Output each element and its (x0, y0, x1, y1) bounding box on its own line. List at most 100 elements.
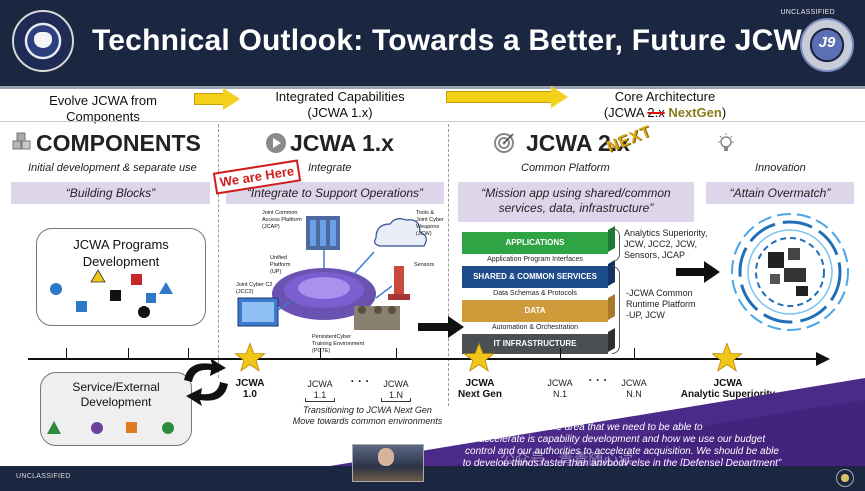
service-box-line2: Development (80, 395, 152, 409)
timeline-jcwa10-line1: JCWA (235, 378, 265, 389)
note-apps-line3: Sensors, JCAP (624, 250, 686, 260)
timeline-jcwa11: JCWA 1.1 (302, 379, 338, 401)
note-apps: Analytics Superiority, JCW, JCC2, JCW, S… (624, 228, 707, 261)
star-icon (463, 342, 495, 372)
header-bar (0, 0, 865, 86)
phase-core-line2: (JCWA 2.x NextGen) (570, 105, 760, 121)
note-runtime-line2: Runtime Platform (626, 299, 696, 309)
timeline-tick (320, 348, 321, 358)
phase-core-strikethrough: 2.x (647, 105, 665, 120)
layer-api-label: Application Program Interfaces (487, 256, 583, 263)
timeline-arrowhead-icon (816, 352, 830, 366)
subheading-innovation: Innovation (755, 162, 806, 174)
column-divider-1 (218, 124, 219, 378)
note-runtime: -JCWA Common Runtime Platform -UP, JCW (626, 288, 696, 321)
jcap-label-line2: Access Platform (262, 217, 302, 223)
timeline-tick (128, 348, 129, 358)
phase-core-nextgen: NextGen (668, 105, 722, 120)
timeline-tick (634, 348, 635, 358)
jcw-label-line1: Tools & (416, 210, 434, 216)
jcap-label-line3: (JCAP) (262, 224, 280, 230)
play-icon (266, 133, 286, 153)
timeline-jcwa1n: JCWA 1.N (378, 379, 414, 401)
program-shapes (50, 269, 173, 318)
quote-text: “The area that we need to be able to acc… (418, 422, 826, 470)
sensor-tower-icon (394, 266, 404, 296)
note-apps-line1: Analytics Superiority, (624, 228, 708, 238)
shape-triangle-yellow-icon (90, 269, 106, 283)
shape-square-black-icon (110, 290, 121, 301)
subheading-jcwa2: Common Platform (521, 162, 610, 174)
quote-banner (330, 378, 865, 466)
timeline-dots-1: · · · (350, 374, 370, 388)
band-mission-app-line2: services, data, infrastructure” (498, 201, 654, 215)
timeline-n1-line1: JCWA (547, 378, 573, 388)
jcc2-label-line1: Joint Cyber C2 (236, 282, 272, 288)
timeline-nn: JCWA N.N (616, 378, 652, 400)
header-divider (0, 86, 865, 89)
band-building-blocks: “Building Blocks” (11, 182, 210, 204)
watermark-text: 公众号 · 青青随心读 (500, 451, 634, 468)
programs-box-line2: Development (82, 254, 160, 269)
j9-seal-icon (800, 18, 854, 72)
phase-evolve-line1: Evolve JCWA from (49, 93, 157, 108)
subheading-jcwa1: Integrate (308, 162, 352, 174)
shape-circle-blue-icon (50, 283, 62, 295)
jcw-label-line2: Joint Cyber (416, 217, 444, 223)
timeline-tick (66, 348, 67, 358)
jcap-label-line1: Joint Common (262, 210, 297, 216)
star-icon (234, 342, 266, 372)
phase-evolve: Evolve JCWA from Components (28, 93, 178, 125)
heading-components: COMPONENTS (36, 130, 201, 156)
j9-seal-text: J9 (818, 34, 836, 51)
timeline-analytic-line1: JCWA (713, 378, 743, 389)
jcw-cloud-icon (374, 218, 427, 247)
seal-eagle-icon (34, 32, 52, 48)
layer-infrastructure: IT INFRASTRUCTURE (462, 334, 608, 354)
lightbulb-icon (718, 133, 734, 151)
transition-arrow-icon (418, 316, 464, 338)
timeline-n1: JCWA N.1 (542, 378, 578, 400)
cycle-arrows-icon (184, 358, 228, 406)
programs-box-line1: JCWA Programs (73, 237, 169, 252)
timeline-nn-line2: N.N (626, 389, 642, 399)
layer-applications: APPLICATIONS (462, 232, 608, 254)
classification-top: UNCLASSIFIED (780, 9, 835, 16)
heading-jcwa2: JCWA 2.x (526, 130, 630, 156)
jcc2-label-line2: (JCC2) (236, 289, 254, 295)
brace-apps (612, 228, 620, 262)
heading-jcwa1: JCWA 1.x (290, 130, 394, 156)
phase-core-prefix: (JCWA (603, 105, 648, 120)
service-box-title: Service/External Development (40, 380, 192, 410)
shape-triangle-green-icon (47, 421, 61, 434)
layer-shared-services: SHARED & COMMON SERVICES (462, 266, 608, 288)
page-title: Technical Outlook: Towards a Better, Fut… (92, 24, 823, 57)
layer-schemas-label: Data Schemas & Protocols (493, 290, 577, 297)
shape-square-red-icon (131, 274, 142, 285)
layer-automation-label: Automation & Orchestration (492, 324, 578, 331)
pcte-label-line3: (PCTE) (312, 348, 331, 354)
digital-brain-icon (731, 213, 849, 331)
phase-arrow-1-icon (194, 88, 240, 110)
band-mission-app: “Mission app using shared/common service… (458, 182, 694, 222)
shape-circle-black-icon (138, 306, 150, 318)
timeline-nextgen-line1: JCWA (465, 378, 495, 389)
transition-note-line1: Transitioning to JCWA Next Gen (303, 405, 432, 415)
timeline-nextgen: JCWA Next Gen (455, 378, 505, 400)
footer-seal-icon (836, 469, 854, 487)
service-shapes (47, 421, 174, 434)
section-divider (0, 121, 865, 122)
shape-square-orange-icon (126, 422, 137, 433)
range-bracket (381, 398, 411, 402)
brace-runtime (612, 266, 620, 354)
quote-line2: accelerate is capability development and… (478, 434, 766, 445)
note-runtime-line3: -UP, JCW (626, 310, 665, 320)
footer-bar (0, 466, 865, 491)
transition-note: Transitioning to JCWA Next Gen Move towa… (285, 405, 450, 427)
shape-circle-purple-icon (91, 422, 103, 434)
timeline-jcwa10-line2: 1.0 (243, 389, 257, 400)
phase-integrated-line2: (JCWA 1.x) (307, 105, 373, 120)
note-runtime-line1: -JCWA Common (626, 288, 693, 298)
timeline-jcwa10: JCWA 1.0 (230, 378, 270, 400)
innovation-arrow-icon (676, 261, 720, 283)
